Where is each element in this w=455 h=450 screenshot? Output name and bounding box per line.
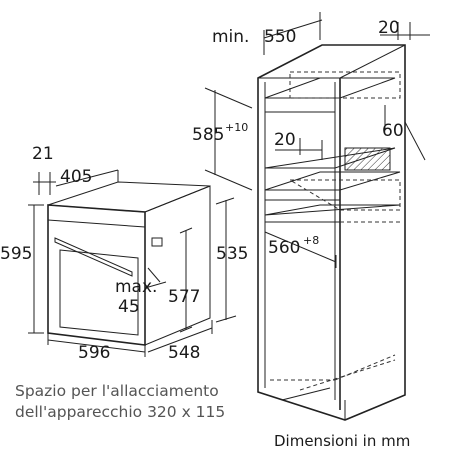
label-oven-depth-front: 21 bbox=[32, 144, 54, 164]
oven-side-face bbox=[144, 185, 211, 346]
label-opening-max-value: 45 bbox=[118, 297, 140, 317]
note-units: Dimensioni in mm bbox=[274, 432, 410, 450]
label-oven-body-height: 577 bbox=[168, 287, 200, 307]
label-vent-gap: 20 bbox=[274, 130, 296, 150]
label-oven-width-top: 405 bbox=[60, 167, 92, 187]
label-cabinet-min-depth: 550 bbox=[264, 27, 296, 47]
label-oven-height: 595 bbox=[0, 244, 32, 264]
oven-handle bbox=[54, 237, 133, 277]
oven-drawing bbox=[47, 181, 211, 346]
vent-hatch bbox=[344, 147, 391, 171]
label-niche-height-tol: +10 bbox=[225, 121, 248, 134]
note-connection-line1: Spazio per l'allacciamento bbox=[15, 382, 219, 400]
note-connection-line2: dell'apparecchio 320 x 115 bbox=[15, 403, 225, 421]
cabinet-dimension-lines bbox=[204, 12, 430, 401]
label-oven-width: 596 bbox=[78, 343, 110, 363]
label-opening-max: max. bbox=[115, 277, 157, 297]
label-niche-height: 585 bbox=[192, 125, 224, 145]
label-oven-inner-height: 535 bbox=[216, 244, 248, 264]
notes: Spazio per l'allacciamento dell'apparecc… bbox=[15, 382, 410, 450]
oven-dimension-lines bbox=[28, 169, 237, 357]
label-oven-depth: 548 bbox=[168, 343, 200, 363]
label-vent-depth: 60 bbox=[382, 121, 404, 141]
label-cabinet-min: min. bbox=[212, 27, 249, 47]
label-niche-width: 560 bbox=[268, 238, 300, 258]
label-cabinet-top-gap: 20 bbox=[378, 18, 400, 38]
label-niche-width-tol: +8 bbox=[303, 234, 319, 247]
cabinet-drawing bbox=[257, 44, 406, 421]
dimension-labels: 21 405 595 535 max. 45 577 596 548 min. … bbox=[0, 18, 404, 363]
